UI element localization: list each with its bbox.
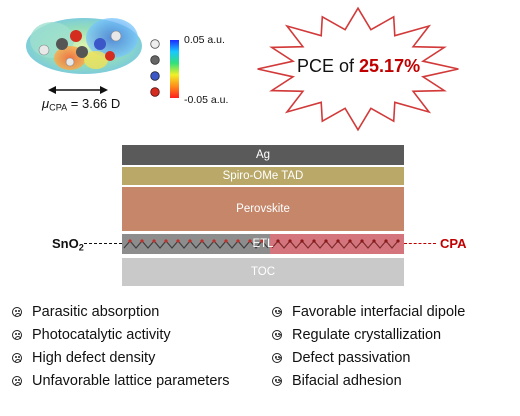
etl-molecule-pattern	[123, 239, 400, 249]
pros-list: Favorable interfacial dipole Regulate cr…	[272, 300, 465, 392]
pros-item: Regulate crystallization	[272, 323, 465, 346]
cons-item: Unfavorable lattice parameters	[12, 369, 229, 392]
pce-label: PCE of 25.17%	[297, 56, 421, 76]
sad-face-icon	[12, 329, 22, 340]
dipole-arrow-icon	[48, 86, 108, 94]
esp-scale-min: -0.05 a.u.	[184, 94, 229, 106]
layer-spiro-ome-tad: Spiro-OMe TAD	[122, 167, 404, 185]
molecule-esp-surface	[26, 18, 142, 74]
dipole-moment-label: μCPA = 3.66 D	[42, 96, 121, 113]
layer-ag: Ag	[122, 145, 404, 165]
cons-list: Parasitic absorption Photocatalytic acti…	[12, 300, 229, 392]
cons-item: High defect density	[12, 346, 229, 369]
sno2-dash-line	[84, 243, 122, 244]
atom-legend-icons	[150, 39, 160, 97]
cons-item: Parasitic absorption	[12, 300, 229, 323]
happy-face-icon	[272, 375, 282, 386]
pce-starburst-shape	[257, 6, 459, 132]
esp-color-bar	[170, 40, 179, 98]
layer-toc: TOC	[122, 258, 404, 286]
sad-face-icon	[12, 306, 22, 317]
sad-face-icon	[12, 375, 22, 386]
pros-item: Defect passivation	[272, 346, 465, 369]
esp-scale-max: 0.05 a.u.	[184, 34, 225, 46]
happy-face-icon	[272, 329, 282, 340]
pros-item: Favorable interfacial dipole	[272, 300, 465, 323]
layer-etl: ETL	[122, 234, 404, 254]
happy-face-icon	[272, 306, 282, 317]
sno2-label: SnO2	[52, 236, 84, 253]
happy-face-icon	[272, 352, 282, 363]
pros-item: Bifacial adhesion	[272, 369, 465, 392]
pce-value: 25.17%	[359, 56, 421, 76]
cons-item: Photocatalytic activity	[12, 323, 229, 346]
sad-face-icon	[12, 352, 22, 363]
cpa-dash-line	[404, 243, 436, 244]
layer-perovskite: Perovskite	[122, 187, 404, 231]
cpa-label: CPA	[440, 236, 467, 251]
